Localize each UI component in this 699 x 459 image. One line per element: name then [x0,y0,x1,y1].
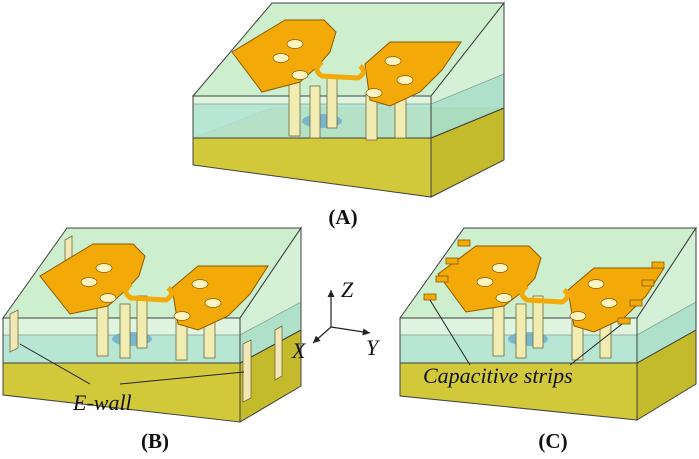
hole [569,311,587,321]
hole [396,75,414,85]
callout-line [569,323,623,366]
capacitive-strip [629,299,643,307]
callout-line [19,343,91,385]
pin [119,303,131,359]
hole [272,53,290,63]
holes-c [476,263,618,321]
e-wall [242,339,252,403]
hole [491,263,509,273]
x-axis-label: X [291,338,307,363]
capacitive-strip [651,261,665,269]
e-wall-annotation: E-wall [72,390,132,415]
hole [204,298,222,308]
y-axis-arrow [330,326,371,336]
coordinate-axes [312,290,371,344]
hole [291,70,309,80]
pin [532,295,544,349]
hole [476,277,494,287]
pin [326,77,338,129]
holes-a [272,39,414,98]
hole [95,263,113,273]
callout-line [429,299,471,366]
capacitive-strip [641,279,655,287]
microstrip-line-a [314,60,366,81]
pin [136,295,148,349]
pins-a [288,77,407,141]
callout-line [119,371,245,385]
panel-label-b: (B) [141,429,169,453]
e-wall [274,325,283,381]
holes-b [80,263,222,321]
dielectric-side-a [430,1,505,139]
panel-label-a: (A) [328,205,357,229]
microstrip-line-c [519,284,570,305]
ground-front-a [192,137,432,198]
panel-c: Capacitive strips (C) [399,226,697,453]
dielectric-side-b [239,226,302,364]
hole [173,311,191,321]
hole [286,39,304,49]
y-axis-label: Y [366,335,381,360]
capacitive-strip [435,275,449,283]
panel-b: E-wall (B) [2,226,302,453]
microstrip-line-b [123,282,174,303]
pin [309,85,321,139]
dielectric-side-c [636,226,697,364]
panel-a: (A) [191,1,506,229]
capacitive-strips-c [423,239,665,325]
hole [495,293,513,303]
hole [600,298,618,308]
x-axis-arrow [312,326,332,344]
hole [384,56,402,66]
capacitive-strips-annotation: Capacitive strips [423,363,573,388]
capacitive-strip [423,293,437,301]
pin [288,77,301,137]
pin [515,303,527,359]
capacitive-strip [445,257,459,265]
hole [99,293,117,303]
panel-label-c: (C) [538,429,567,453]
hole [587,279,605,289]
hole [365,88,383,98]
capacitive-strip [617,317,631,325]
strip-callouts [429,299,623,366]
e-wall [9,309,19,353]
e-wall-callouts [19,343,245,385]
z-axis-label: Z [341,277,354,302]
capacitive-strip [457,239,471,247]
hole [80,277,98,287]
hole [191,279,209,289]
